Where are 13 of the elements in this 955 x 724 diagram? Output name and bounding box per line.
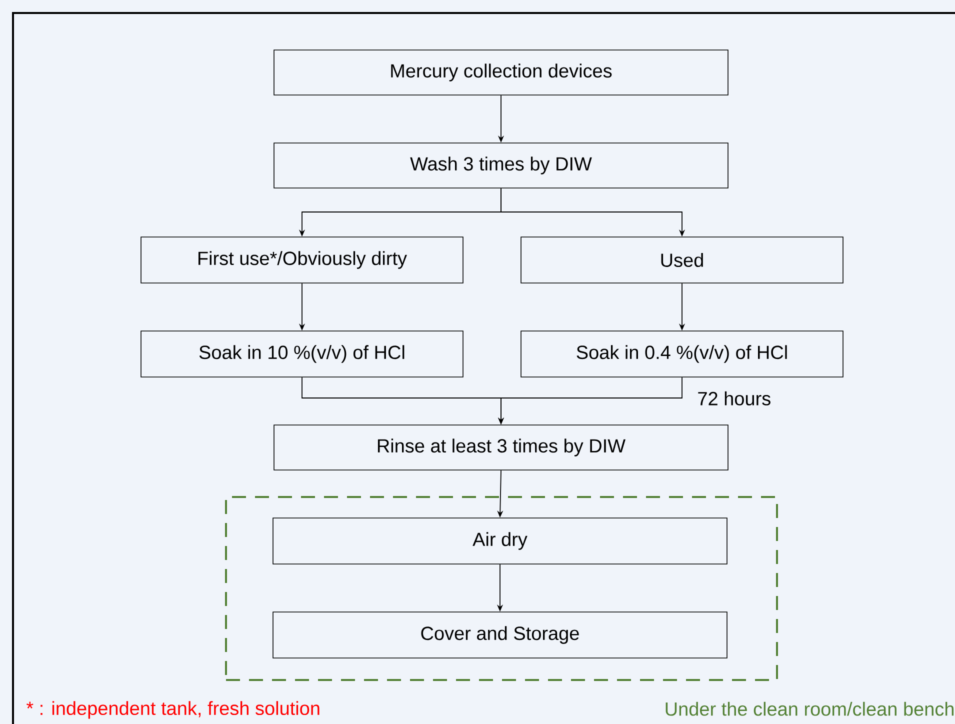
process-box: Wash 3 times by DIW — [274, 142, 728, 188]
dashed-group-box — [225, 496, 778, 681]
process-box: Soak in 10 %(v/v) of HCl — [140, 330, 464, 378]
process-box: Mercury collection devices — [274, 50, 728, 96]
process-box: Air dry — [272, 518, 728, 564]
process-box: Rinse at least 3 times by DIW — [274, 424, 728, 470]
process-box: Used — [520, 236, 844, 284]
process-box: Soak in 0.4 %(v/v) of HCl — [520, 330, 844, 378]
note-text: Under the clean room/clean bench — [666, 702, 954, 716]
process-box: First use*/Obviously dirty — [140, 236, 464, 284]
process-box: Cover and Storage — [272, 612, 728, 658]
edge-label: 72 hours — [698, 391, 770, 406]
footnote-text: * : independent tank, fresh solution — [26, 701, 320, 719]
